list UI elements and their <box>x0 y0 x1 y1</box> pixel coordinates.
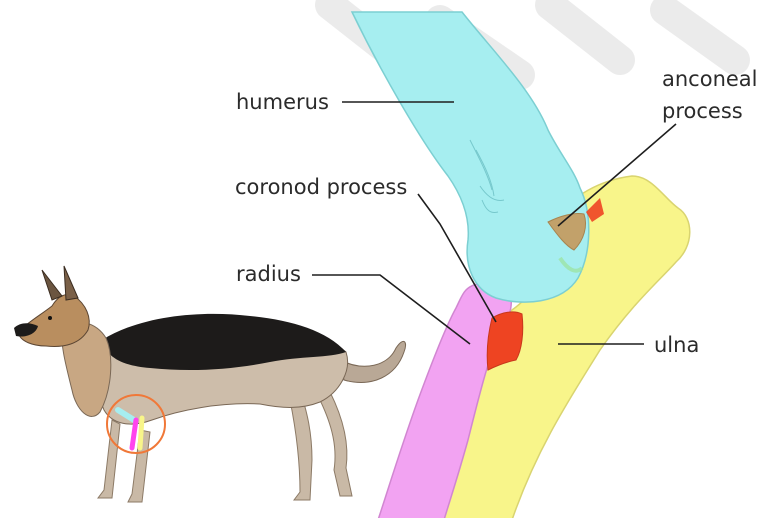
label-anconeal-line2: process <box>662 99 743 123</box>
label-ulna: ulna <box>654 333 699 357</box>
humerus-bone <box>352 12 589 302</box>
dog-illustration <box>14 266 406 502</box>
dog-ear-left <box>42 270 62 300</box>
label-humerus: humerus <box>236 90 329 114</box>
dog-head <box>18 294 89 346</box>
label-coronoid: coronod process <box>235 175 407 199</box>
dog-tail <box>340 341 406 382</box>
label-anconeal-line1: anconeal <box>662 67 758 91</box>
dog-eye <box>48 316 52 320</box>
label-radius: radius <box>236 262 301 286</box>
dog-ear-right <box>64 266 78 300</box>
